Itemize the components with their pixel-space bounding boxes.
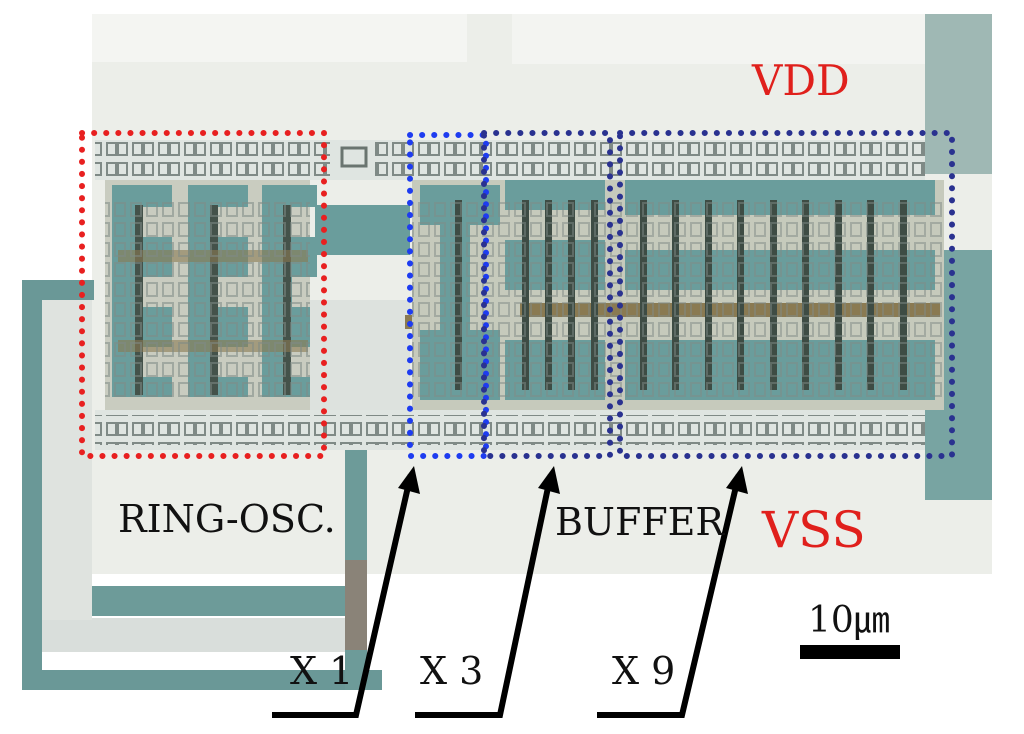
scale-bar <box>800 645 900 659</box>
vss-label: VSS <box>762 501 866 559</box>
x3-label: X 3 <box>420 649 484 693</box>
x1-arrow <box>272 474 414 718</box>
x3-arrow <box>415 474 554 718</box>
x3-outline <box>481 130 613 459</box>
scale-label: 10㎛ <box>808 600 890 641</box>
ring-osc-outline <box>79 130 327 459</box>
x1-outline <box>407 132 489 459</box>
region-outlines <box>79 130 955 459</box>
vdd-label: VDD <box>752 56 850 105</box>
ring-oscillator-cells <box>105 180 317 410</box>
buffer-label: BUFFER <box>555 500 725 544</box>
leader-arrows <box>272 466 748 718</box>
vss-wiring <box>22 280 382 690</box>
buffer-cells <box>412 180 944 410</box>
x9-label: X 9 <box>612 649 676 693</box>
ring-osc-label: RING-OSC. <box>118 497 336 541</box>
x9-arrow <box>597 474 742 718</box>
power-rails <box>95 140 925 450</box>
x1-label: X 1 <box>290 649 354 693</box>
x9-outline <box>617 130 955 459</box>
